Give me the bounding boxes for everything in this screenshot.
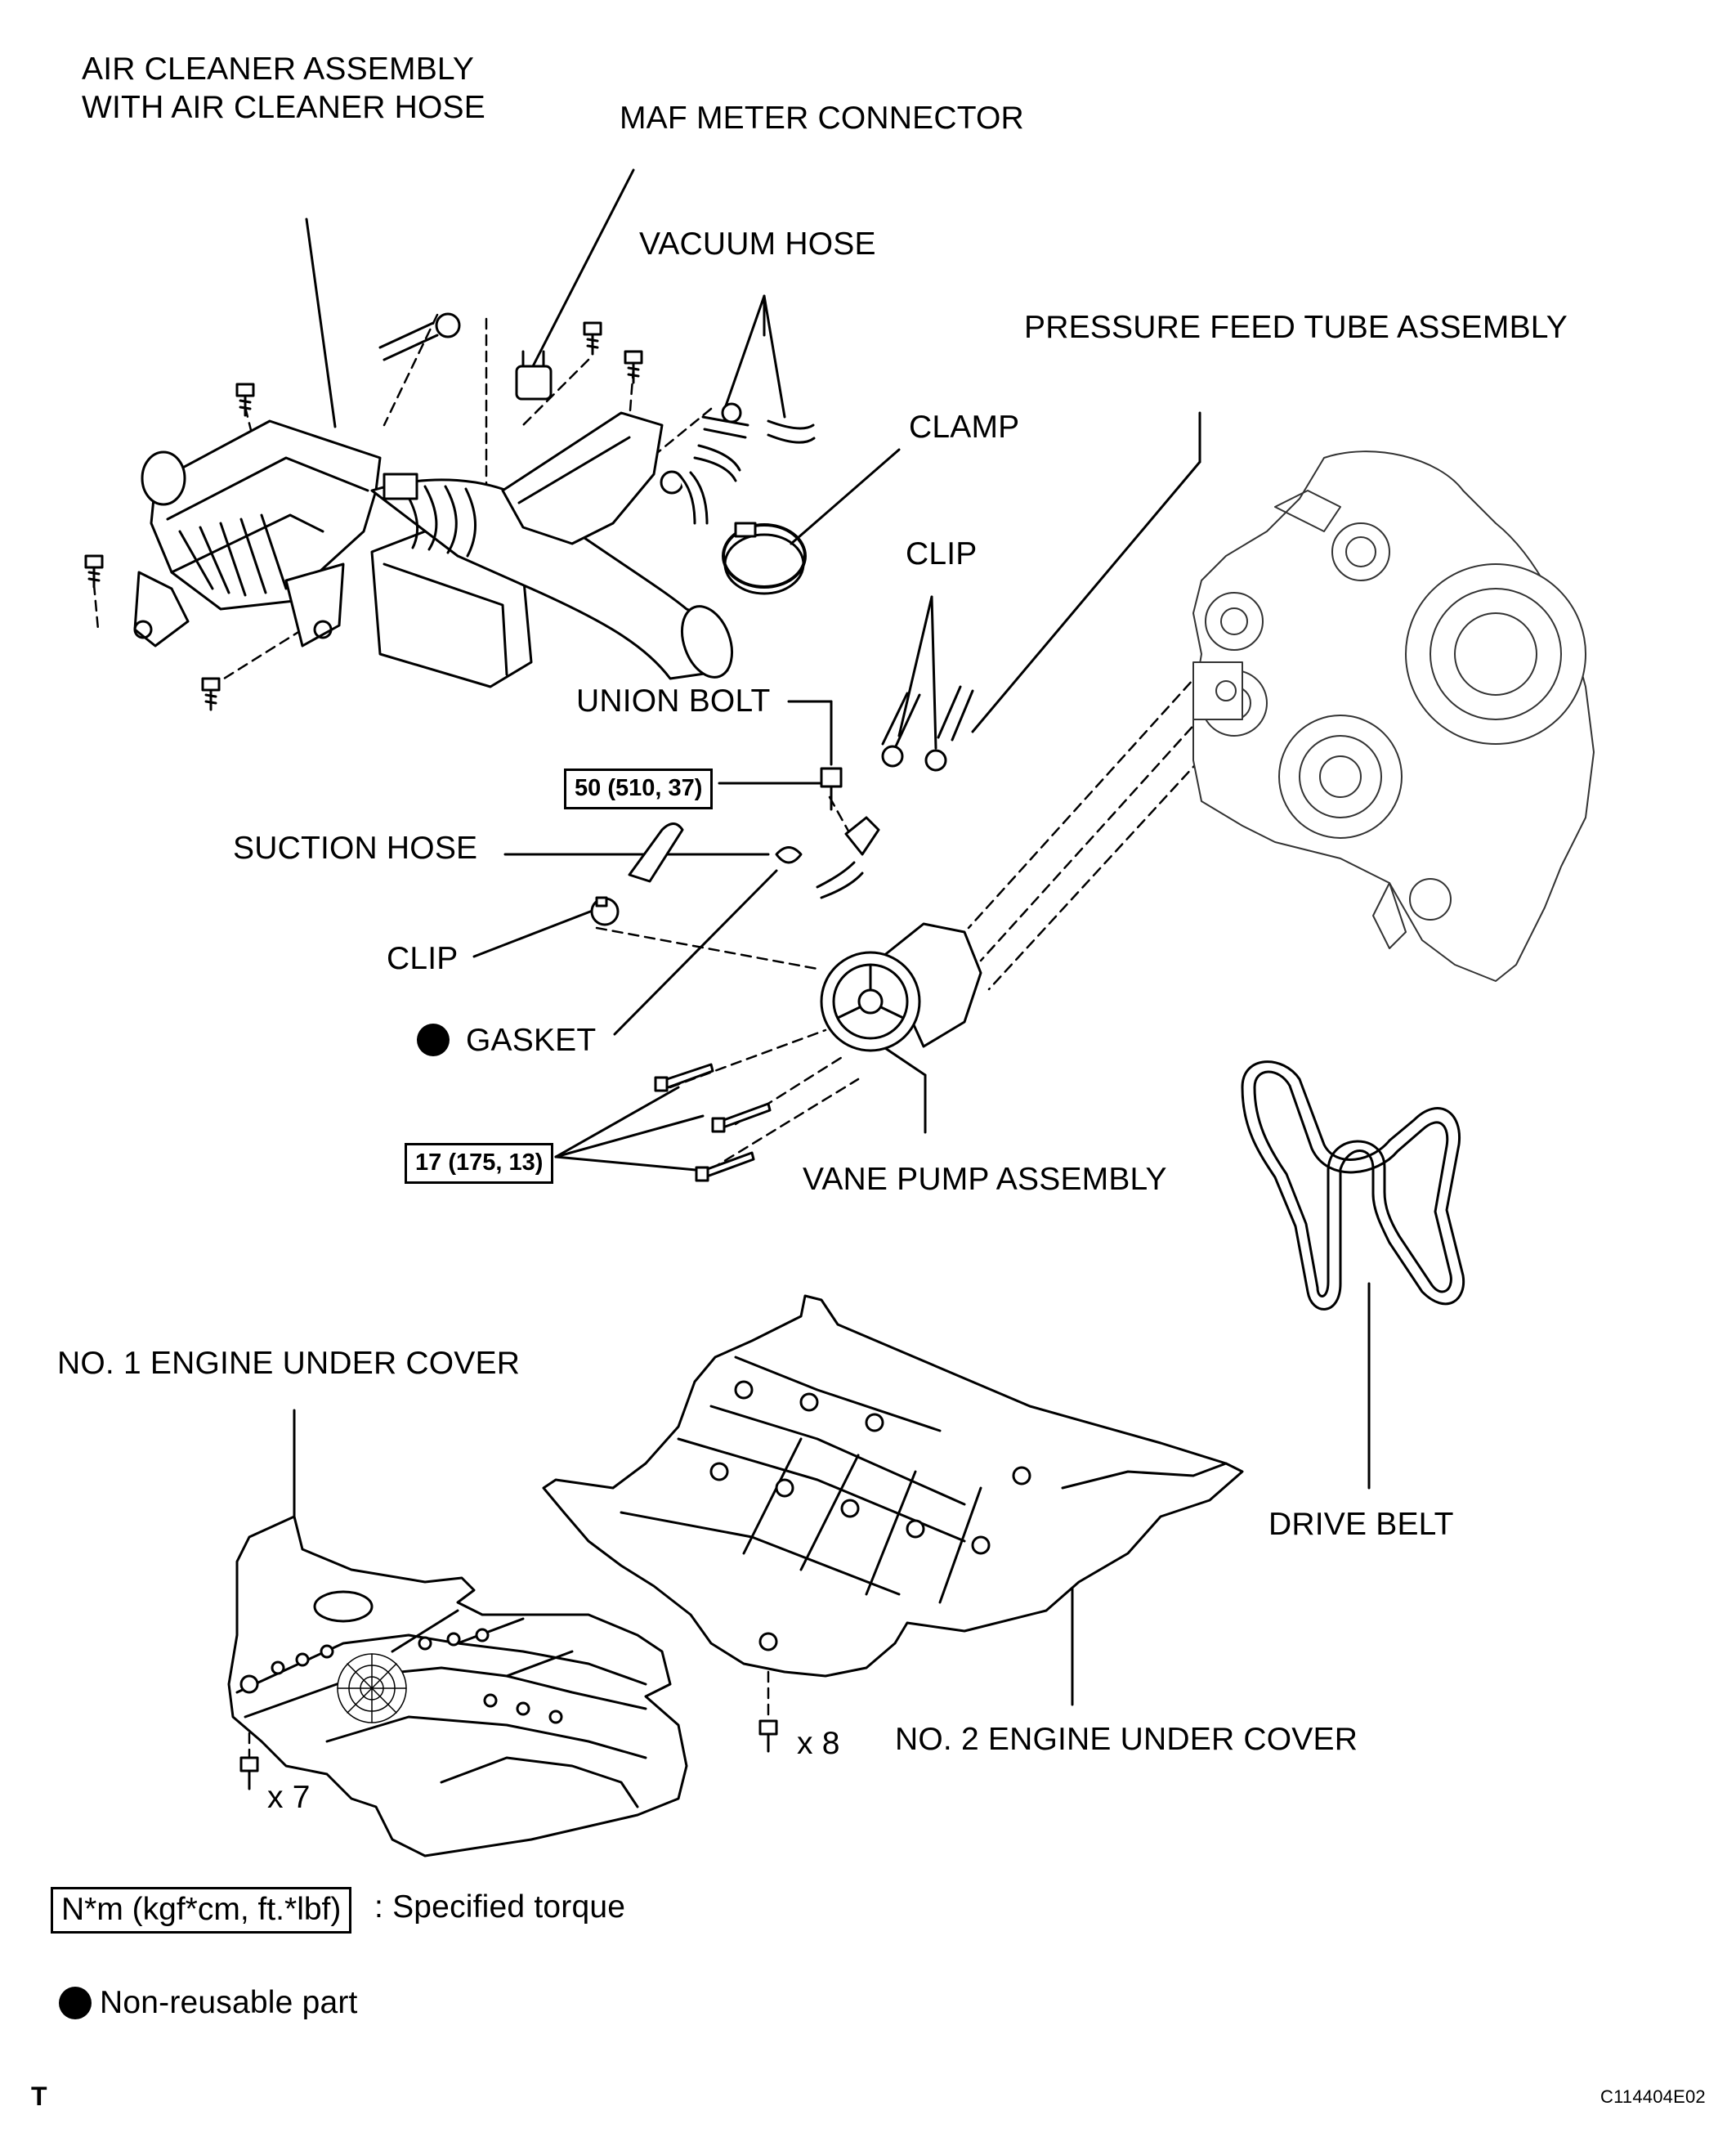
torque-union-bolt: 50 (510, 37) [564, 769, 714, 809]
drive-belt-part [1241, 1060, 1465, 1311]
union-bolt-part [775, 767, 880, 899]
legend-torque-box: N*m (kgf*cm, ft.*lbf) [51, 1887, 352, 1934]
vane-pump-part [820, 922, 982, 1052]
pressure-feed-tube [881, 685, 974, 772]
bolts-upper [84, 321, 643, 711]
nonreusable-dot-gasket [417, 1024, 450, 1056]
pump-bolts [654, 1063, 772, 1182]
figure-code: C114404E02 [1600, 2086, 1706, 2107]
label-bolt-count-x7: x 7 [267, 1780, 311, 1815]
torque-pump-bolts: 17 (175, 13) [405, 1143, 554, 1184]
label-suction-hose: SUCTION HOSE [233, 831, 478, 866]
label-maf-meter-connector: MAF METER CONNECTOR [620, 101, 1024, 136]
label-clip-lower: CLIP [387, 941, 459, 976]
label-air-cleaner-assembly: AIR CLEANER ASSEMBLY WITH AIR CLEANER HO… [82, 52, 485, 125]
label-pressure-feed-tube: PRESSURE FEED TUBE ASSEMBLY [1024, 310, 1568, 345]
no2-under-cover [542, 1294, 1244, 1678]
footer-corner-letter: T [31, 2082, 47, 2111]
label-vane-pump-assembly: VANE PUMP ASSEMBLY [803, 1162, 1167, 1197]
no1-bolt [239, 1756, 259, 1790]
no2-bolt [758, 1719, 778, 1753]
label-union-bolt: UNION BOLT [576, 683, 771, 719]
label-no1-engine-under-cover: NO. 1 ENGINE UNDER COVER [57, 1346, 521, 1381]
label-gasket: GASKET [466, 1023, 597, 1058]
label-bolt-count-x8: x 8 [797, 1726, 840, 1761]
air-cleaner-assembly [133, 312, 733, 688]
label-no2-engine-under-cover: NO. 2 ENGINE UNDER COVER [895, 1722, 1358, 1757]
no1-under-cover [227, 1515, 688, 1857]
suction-hose-part [590, 822, 684, 926]
legend-torque-text: : Specified torque [374, 1889, 626, 1925]
legend-nonreusable-dot [59, 1987, 92, 2019]
engine-block [1192, 450, 1595, 982]
label-clip-upper: CLIP [906, 536, 978, 571]
label-clamp: CLAMP [909, 410, 1020, 445]
vacuum-hose-parts [660, 402, 816, 595]
label-drive-belt: DRIVE BELT [1268, 1507, 1454, 1542]
label-vacuum-hose: VACUUM HOSE [639, 226, 876, 262]
legend-nonreusable-text: Non-reusable part [100, 1985, 358, 2020]
